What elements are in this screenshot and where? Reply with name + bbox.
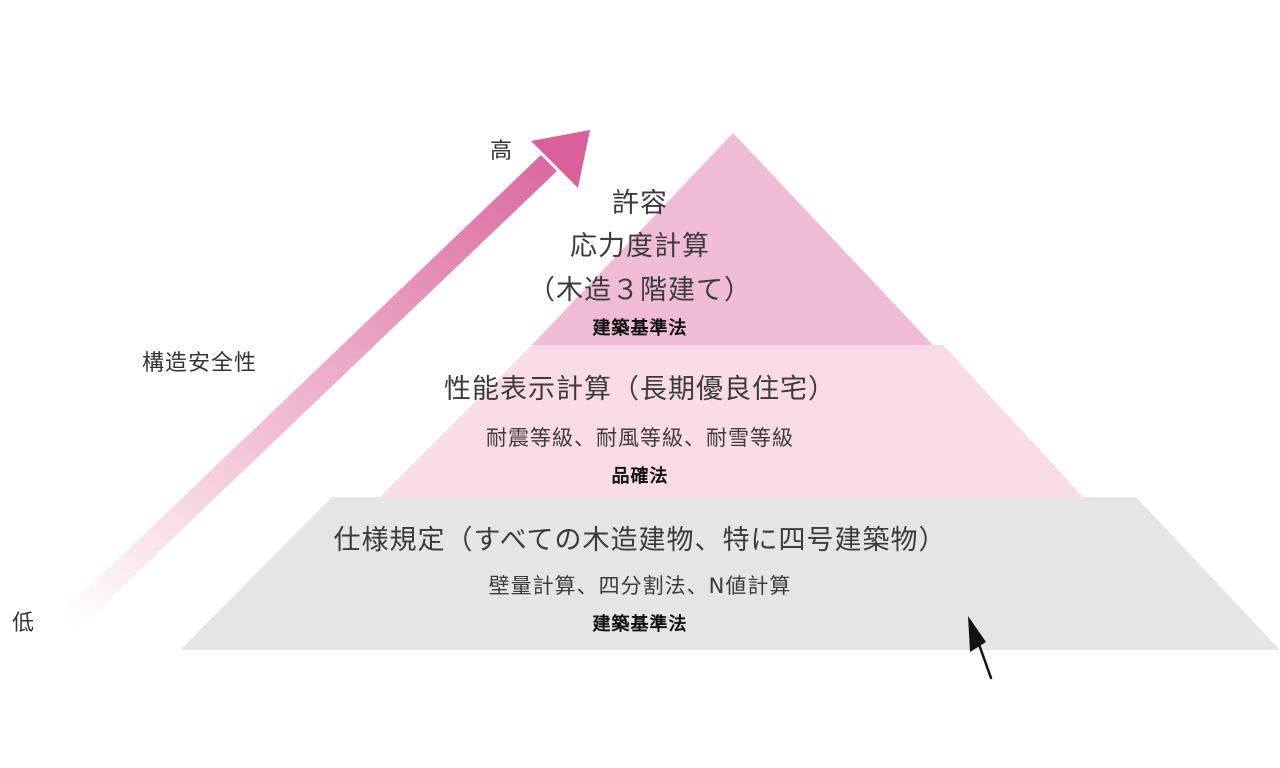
tier-bottom-details: 壁量計算、四分割法、N値計算 [488,574,792,598]
safety-arrow-shaft [63,155,557,628]
tier-top-law: 建築基準法 [592,318,688,339]
tier-top-line-1: 許容 [612,188,668,219]
mouse-cursor-icon [968,616,993,680]
pyramid-tier-bottom-shape [180,497,1280,650]
tier-top-line-3: （木造３階建て） [528,275,752,306]
axis-title: 構造安全性 [142,351,258,376]
axis-high-label: 高 [490,139,513,164]
tier-middle-details: 耐震等級、耐風等級、耐雪等級 [486,426,794,450]
tier-top-line-2: 応力度計算 [570,231,710,262]
tier-middle-title: 性能表示計算（長期優良住宅） [444,374,836,405]
tier-bottom-title: 仕様規定（すべての木造建物、特に四号建築物） [333,525,947,556]
axis-low-label: 低 [12,611,35,636]
tier-middle-law: 品確法 [611,466,669,487]
safety-arrow [63,130,590,628]
pyramid-tier-top-shape [532,133,933,345]
tier-bottom-law: 建築基準法 [592,614,688,635]
pyramid-tier-middle-shape [380,345,1083,497]
safety-arrow-head [531,130,590,188]
